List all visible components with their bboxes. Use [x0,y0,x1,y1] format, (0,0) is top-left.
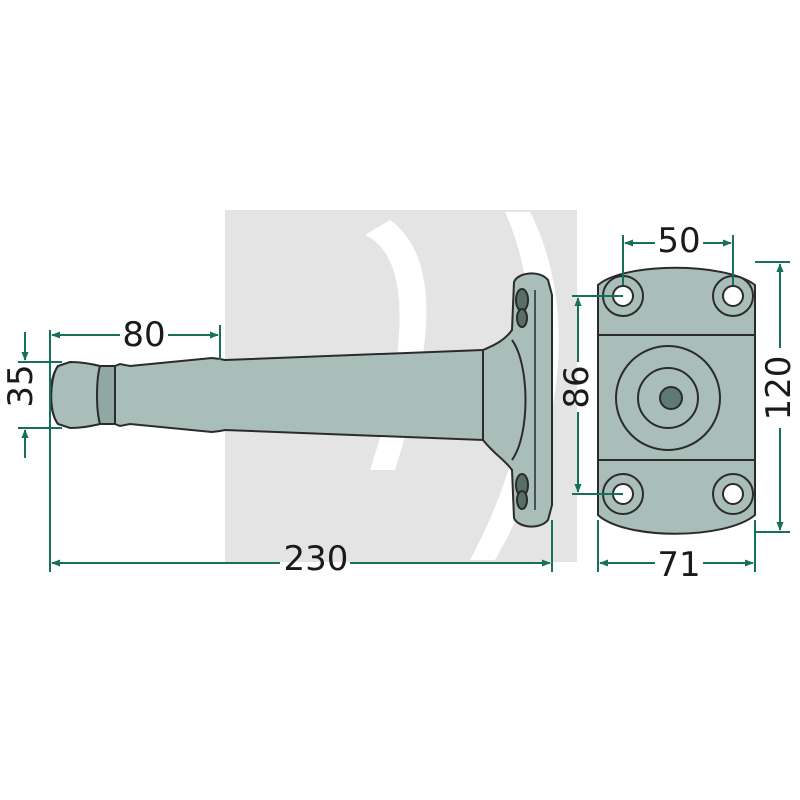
dimension-lines [18,235,790,572]
flange-front-view [597,266,756,535]
dimension-label-50: 50 [657,221,700,261]
dimension-label-230: 230 [284,539,349,579]
dimension-label-71: 71 [657,545,700,585]
dimension-label-80: 80 [122,315,165,355]
dimension-label-120: 120 [759,356,799,421]
dimension-label-86: 86 [557,365,597,408]
dimension-label-35: 35 [1,364,41,407]
